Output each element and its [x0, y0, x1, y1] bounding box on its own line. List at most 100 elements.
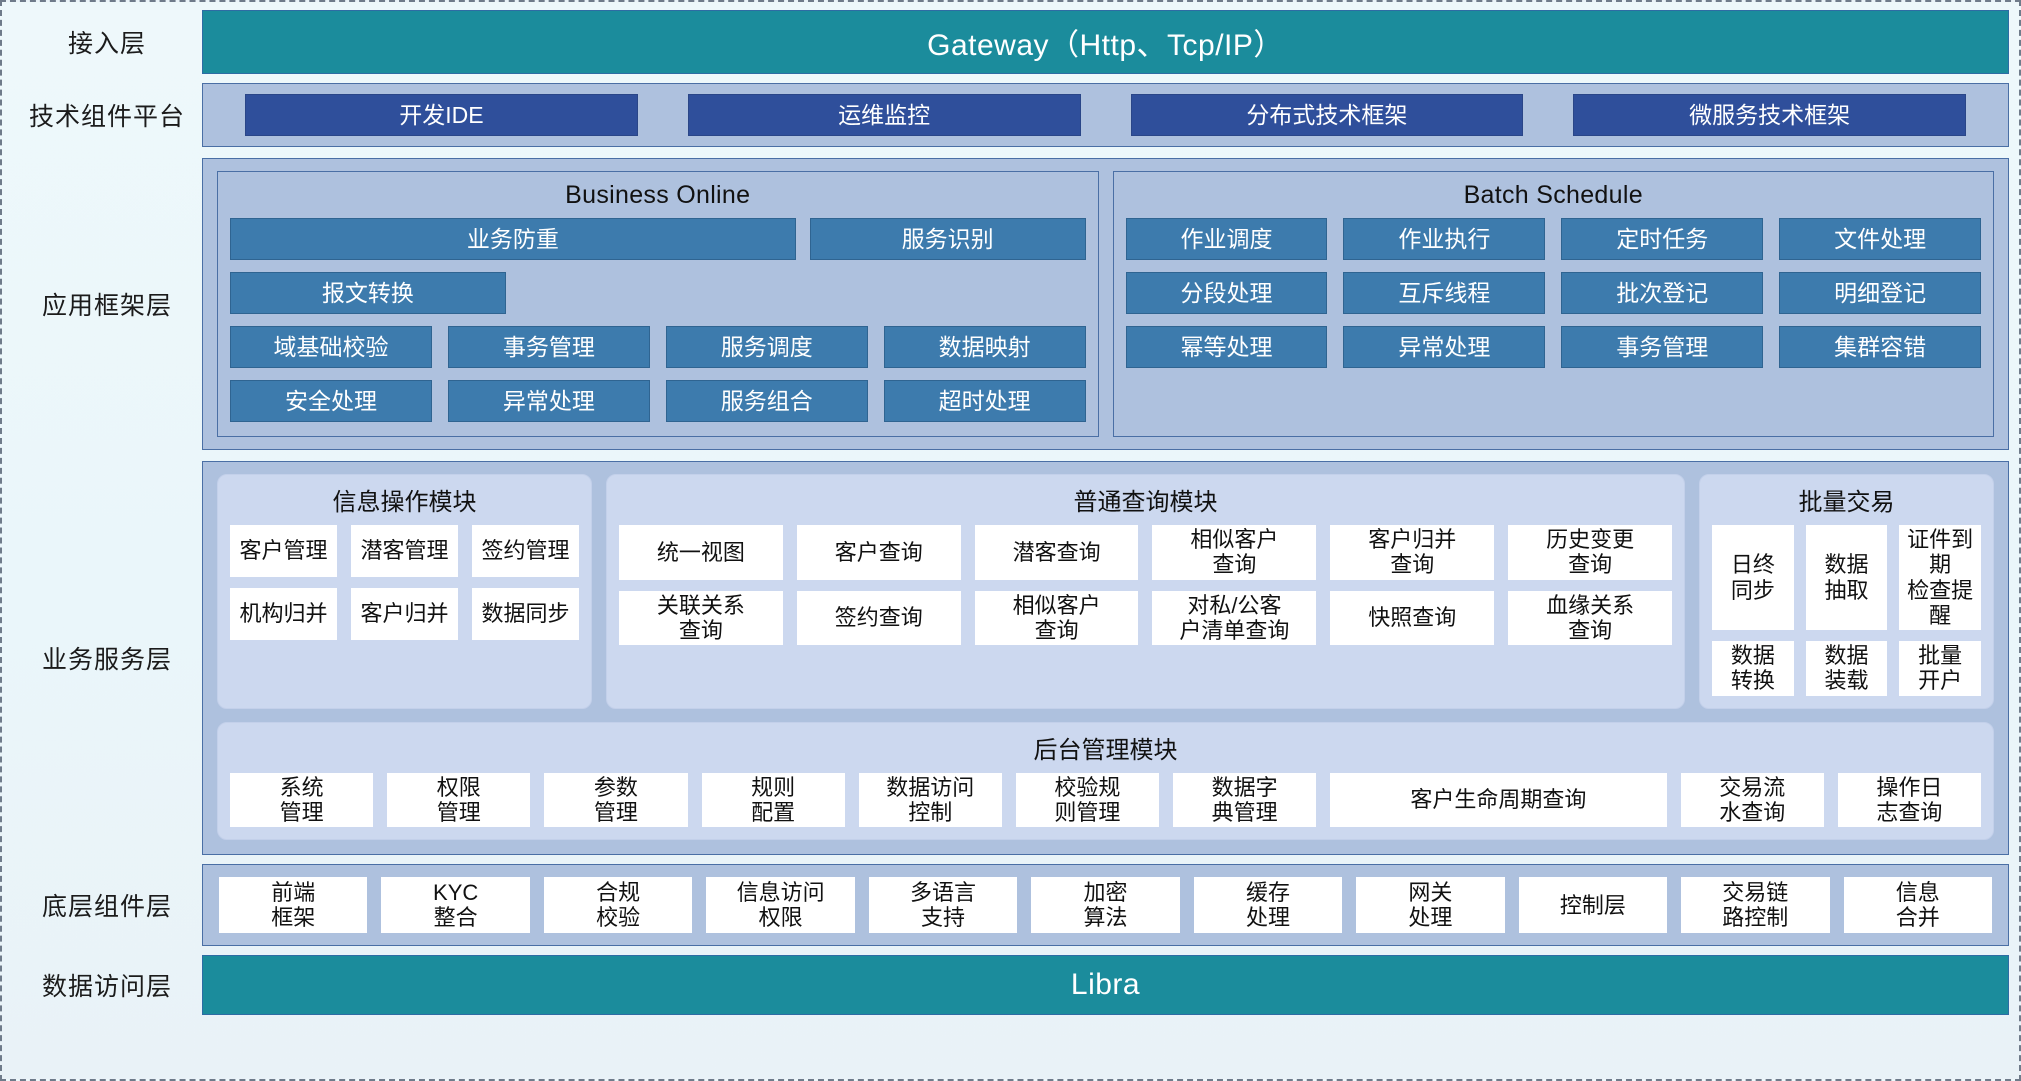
- cell-info-merge[interactable]: 信息合并: [1843, 877, 1992, 934]
- module-backend-admin: 后台管理模块 系统管理 权限管理 参数管理 规则配置 数据访问控制 校验规则管理…: [217, 721, 1994, 841]
- cell-timed-task[interactable]: 定时任务: [1561, 218, 1764, 260]
- cell-message-transform[interactable]: 报文转换: [230, 272, 506, 314]
- tech-platform-panel: 开发IDE 运维监控 分布式技术框架 微服务技术框架: [202, 83, 2009, 147]
- cell-lineage-query[interactable]: 血缘关系查询: [1508, 590, 1672, 646]
- layer-label-app-framework: 应用框架层: [41, 292, 172, 320]
- cell-certificate-expiry-reminder[interactable]: 证件到期检查提醒: [1899, 525, 1981, 631]
- layer-label-business-service: 业务服务层: [41, 646, 172, 675]
- tech-box-ide[interactable]: 开发IDE: [245, 94, 638, 136]
- cell-data-extraction[interactable]: 数据抽取: [1805, 525, 1888, 631]
- cell-customer-mgmt[interactable]: 客户管理: [230, 525, 337, 577]
- cell-domain-validation[interactable]: 域基础校验: [230, 326, 432, 368]
- tech-box-distributed-framework[interactable]: 分布式技术框架: [1130, 94, 1524, 136]
- cell-batch-transaction-mgmt[interactable]: 事务管理: [1561, 326, 1764, 368]
- cell-idempotent-handling[interactable]: 幂等处理: [1125, 326, 1328, 368]
- cell-transaction-mgmt[interactable]: 事务管理: [447, 326, 650, 368]
- module-info-operations: 信息操作模块 客户管理 潜客管理 签约管理 机构归并 客户归并 数据同步: [217, 474, 592, 709]
- cell-similar-customer-query-1[interactable]: 相似客户查询: [1152, 525, 1317, 580]
- cell-control-layer[interactable]: 控制层: [1518, 877, 1668, 934]
- cell-customer-merge-query[interactable]: 客户归并查询: [1330, 525, 1495, 580]
- cell-timeout-handling[interactable]: 超时处理: [883, 380, 1086, 422]
- module-batch-transaction: 批量交易 日终同步 数据抽取 证件到期检查提醒 数据转换 数据装载 批量开户: [1699, 474, 1994, 709]
- app-framework-panel: Business Online 业务防重 服务识别 报文转换 域基础校验 事务管…: [202, 158, 2009, 450]
- layer-label-data-access: 数据访问层: [41, 973, 172, 1002]
- cell-retail-corporate-list-query[interactable]: 对私/公客户清单查询: [1152, 590, 1317, 646]
- cell-parameter-mgmt[interactable]: 参数管理: [544, 772, 688, 828]
- business-service-panel: 信息操作模块 客户管理 潜客管理 签约管理 机构归并 客户归并 数据同步 普通查…: [202, 461, 2009, 856]
- cell-encryption-algorithm[interactable]: 加密算法: [1031, 877, 1180, 934]
- cell-detail-registration[interactable]: 明细登记: [1779, 272, 1981, 314]
- group-title-batch-schedule: Batch Schedule: [1463, 181, 1643, 209]
- cell-org-merge[interactable]: 机构归并: [230, 588, 337, 640]
- tech-box-microservice-framework[interactable]: 微服务技术框架: [1573, 94, 1966, 136]
- gateway-bar: Gateway（Http、Tcp/IP）: [202, 10, 2009, 74]
- cell-business-dedup[interactable]: 业务防重: [230, 218, 796, 260]
- cell-exception-handling[interactable]: 异常处理: [447, 380, 650, 422]
- cell-job-scheduling[interactable]: 作业调度: [1125, 218, 1328, 260]
- cell-file-processing[interactable]: 文件处理: [1779, 218, 1981, 260]
- cell-snapshot-query[interactable]: 快照查询: [1330, 590, 1495, 646]
- cell-batch-exception-handling[interactable]: 异常处理: [1343, 326, 1546, 368]
- cell-rule-config[interactable]: 规则配置: [701, 772, 845, 828]
- cell-validation-rule-mgmt[interactable]: 校验规则管理: [1015, 772, 1160, 828]
- cell-info-access-permission[interactable]: 信息访问权限: [706, 877, 855, 934]
- group-business-online: Business Online 业务防重 服务识别 报文转换 域基础校验 事务管…: [217, 171, 1099, 437]
- cell-unified-view[interactable]: 统一视图: [619, 525, 783, 580]
- cell-segmented-processing[interactable]: 分段处理: [1125, 272, 1328, 314]
- cell-security-handling[interactable]: 安全处理: [230, 380, 432, 422]
- cell-multilanguage-support[interactable]: 多语言支持: [868, 877, 1018, 934]
- layer-label-tech-platform: 技术组件平台: [28, 103, 185, 131]
- cell-frontend-framework[interactable]: 前端框架: [219, 877, 368, 934]
- libra-bar: Libra: [202, 955, 2009, 1016]
- cell-service-composition[interactable]: 服务组合: [665, 380, 868, 422]
- cell-prospect-mgmt[interactable]: 潜客管理: [351, 525, 458, 577]
- cell-system-mgmt[interactable]: 系统管理: [230, 772, 374, 828]
- tech-box-ops-monitor[interactable]: 运维监控: [687, 94, 1081, 136]
- module-general-query: 普通查询模块 统一视图 客户查询 潜客查询 相似客户查询 客户归并查询 历史变更…: [606, 474, 1685, 709]
- batch-schedule-row1: 作业调度 作业执行 定时任务 文件处理: [1125, 218, 1981, 260]
- cell-cluster-fault-tolerance[interactable]: 集群容错: [1779, 326, 1981, 368]
- cell-transaction-flow-query[interactable]: 交易流水查询: [1680, 772, 1824, 828]
- cell-customer-query[interactable]: 客户查询: [796, 525, 961, 580]
- layer-app-framework: 应用框架层 Business Online 业务防重 服务识别 报文转换 域基础…: [12, 158, 2009, 450]
- cell-job-execution[interactable]: 作业执行: [1343, 218, 1546, 260]
- cell-data-mapping[interactable]: 数据映射: [883, 326, 1086, 368]
- cell-data-conversion[interactable]: 数据转换: [1712, 641, 1794, 696]
- module-title-batch-transaction: 批量交易: [1798, 489, 1895, 516]
- cell-data-sync[interactable]: 数据同步: [472, 588, 579, 640]
- cell-compliance-validation[interactable]: 合规校验: [543, 877, 693, 934]
- cell-customer-merge[interactable]: 客户归并: [351, 588, 458, 640]
- cell-data-access-control[interactable]: 数据访问控制: [858, 772, 1002, 828]
- cell-batch-registration[interactable]: 批次登记: [1561, 272, 1764, 314]
- cell-transaction-link-control[interactable]: 交易链路控制: [1681, 877, 1830, 934]
- cell-eod-sync[interactable]: 日终同步: [1712, 525, 1794, 631]
- cell-data-loading[interactable]: 数据装载: [1805, 641, 1888, 696]
- cell-relationship-query[interactable]: 关联关系查询: [619, 590, 783, 646]
- cell-gateway-processing[interactable]: 网关处理: [1356, 877, 1505, 934]
- group-batch-schedule: Batch Schedule 作业调度 作业执行 定时任务 文件处理 分段处理 …: [1112, 171, 1994, 437]
- cell-operation-log-query[interactable]: 操作日志查询: [1837, 772, 1981, 828]
- cell-service-identify[interactable]: 服务识别: [809, 218, 1086, 260]
- cell-cache-processing[interactable]: 缓存处理: [1193, 877, 1343, 934]
- cell-batch-account-opening[interactable]: 批量开户: [1899, 641, 1981, 696]
- cell-contract-mgmt[interactable]: 签约管理: [472, 525, 579, 577]
- group-title-business-online: Business Online: [565, 181, 751, 209]
- cell-permission-mgmt[interactable]: 权限管理: [387, 772, 531, 828]
- batch-schedule-row2: 分段处理 互斥线程 批次登记 明细登记: [1125, 272, 1981, 314]
- cell-history-change-query[interactable]: 历史变更查询: [1508, 525, 1672, 580]
- cell-customer-lifecycle-query[interactable]: 客户生命周期查询: [1330, 772, 1667, 828]
- layer-label-access: 接入层: [67, 30, 146, 58]
- layer-data-access: 数据访问层 Libra: [12, 955, 2009, 1016]
- cell-mutex-thread[interactable]: 互斥线程: [1343, 272, 1546, 314]
- cell-service-scheduling[interactable]: 服务调度: [665, 326, 868, 368]
- cell-similar-customer-query-2[interactable]: 相似客户查询: [974, 590, 1139, 646]
- layer-tech-platform: 技术组件平台 开发IDE 运维监控 分布式技术框架 微服务技术框架: [12, 83, 2009, 147]
- cell-prospect-query[interactable]: 潜客查询: [974, 525, 1139, 580]
- layer-label-base-components: 底层组件层: [41, 893, 172, 922]
- module-title-general-query: 普通查询模块: [1073, 489, 1218, 516]
- cell-data-dictionary-mgmt[interactable]: 数据字典管理: [1173, 772, 1317, 828]
- cell-contract-query[interactable]: 签约查询: [796, 590, 961, 646]
